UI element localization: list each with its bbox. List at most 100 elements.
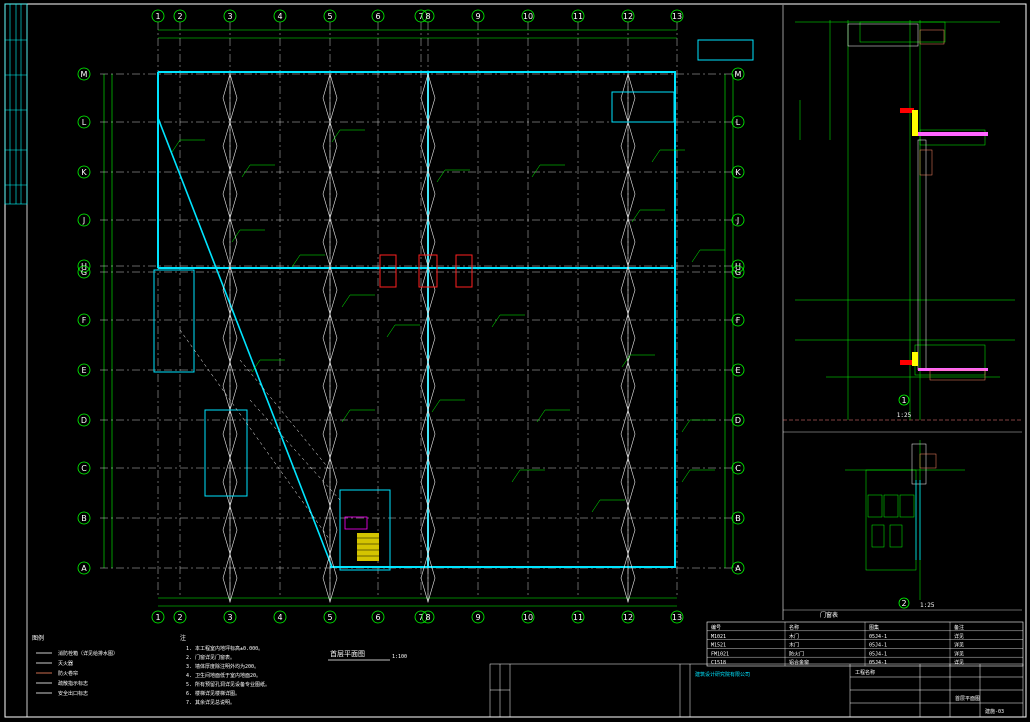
col-bubble-bottom-4: 4 xyxy=(273,610,287,624)
title-block xyxy=(489,663,1024,718)
notes-heading: 注 xyxy=(180,634,186,642)
col-bubble-top-9: 9 xyxy=(471,9,485,23)
legend-item: 消防栓箱（详见给排水图） xyxy=(58,650,118,657)
col-bubble-top-5: 5 xyxy=(323,9,337,23)
col-bubble-bottom-9: 9 xyxy=(471,610,485,624)
tb-project: 工程名称 xyxy=(855,669,875,676)
schedule-cell: 详见 xyxy=(954,642,964,649)
schedule-cell: 详见 xyxy=(954,633,964,640)
col-label: 10 xyxy=(523,12,533,21)
col-bubble-bottom-3: 3 xyxy=(223,610,237,624)
row-label: L xyxy=(736,118,741,127)
col-bubble-bottom-1: 1 xyxy=(151,610,165,624)
note-item: 4. 卫生间地面低于室内地面20。 xyxy=(186,672,261,679)
detail-1-id: 1 xyxy=(901,396,906,405)
row-label: E xyxy=(81,366,86,375)
row-label: B xyxy=(735,514,741,523)
row-label: H xyxy=(735,262,741,271)
col-label: 4 xyxy=(277,12,282,21)
row-bubble-right-L: L xyxy=(731,115,745,129)
row-bubble-left-E: E xyxy=(77,363,91,377)
schedule-header: 编号 xyxy=(711,624,721,631)
col-bubble-top-12: 12 xyxy=(621,9,635,23)
row-label: D xyxy=(735,416,741,425)
note-item: 6. 楼梯详见楼梯详图。 xyxy=(186,690,240,697)
col-label: 5 xyxy=(327,12,332,21)
row-label: K xyxy=(735,168,741,177)
schedule-title: 门窗表 xyxy=(820,611,838,619)
col-label: 9 xyxy=(475,613,480,622)
schedule-header: 名称 xyxy=(789,624,799,631)
col-label: 12 xyxy=(623,12,633,21)
col-bubble-top-2: 2 xyxy=(173,9,187,23)
stair-core xyxy=(339,489,391,571)
legend-heading: 图例 xyxy=(32,634,44,642)
row-label: K xyxy=(81,168,87,177)
row-label: J xyxy=(736,216,739,225)
col-label: 5 xyxy=(327,613,332,622)
note-item: 1. 本工程室内地坪标高±0.000。 xyxy=(186,645,263,652)
detail-panel: 1 1:25 2 1:25 xyxy=(782,5,1022,620)
tb-drawing: 首层平面图 xyxy=(955,695,980,702)
detail-2-scale: 1:25 xyxy=(920,602,935,609)
schedule-cell: M1021 xyxy=(711,634,726,640)
row-bubble-right-A: A xyxy=(731,561,745,575)
title-block-text: 建筑设计研究院有限公司 工程名称 首层平面图 建施-03 xyxy=(695,669,1004,715)
tb-number: 建施-03 xyxy=(985,708,1004,715)
row-label: D xyxy=(81,416,87,425)
row-bubble-right-E: E xyxy=(731,363,745,377)
schedule-header: 图集 xyxy=(869,624,879,631)
row-bubble-left-H: H xyxy=(77,259,91,273)
schedule-cell: M1521 xyxy=(711,643,726,649)
col-bubble-top-3: 3 xyxy=(223,9,237,23)
schedule-cell: 木门 xyxy=(789,633,799,640)
col-label: 8 xyxy=(425,613,430,622)
row-bubble-right-D: D xyxy=(731,413,745,427)
plan-title: 首层平面图 xyxy=(330,649,365,658)
row-bubble-left-A: A xyxy=(77,561,91,575)
col-bubble-top-8: 8 xyxy=(421,9,435,23)
col-bubble-bottom-7: 7 xyxy=(414,610,428,624)
row-bubble-left-K: K xyxy=(77,165,91,179)
row-bubble-right-H: H xyxy=(731,259,745,273)
col-label: 13 xyxy=(672,12,682,21)
col-bubble-bottom-5: 5 xyxy=(323,610,337,624)
col-bubble-top-4: 4 xyxy=(273,9,287,23)
col-bubble-bottom-2: 2 xyxy=(173,610,187,624)
annotation-leaders xyxy=(171,129,725,541)
col-bubble-top-10: 10 xyxy=(521,9,535,23)
roof-truss-diamonds xyxy=(222,72,636,604)
row-bubble-right-G: G xyxy=(731,265,745,279)
col-label: 1 xyxy=(155,12,160,21)
row-bubble-right-F: F xyxy=(731,313,745,327)
col-label: 12 xyxy=(623,613,633,622)
row-bubble-left-C: C xyxy=(77,461,91,475)
row-label: M xyxy=(735,70,742,79)
row-bubble-left-M: M xyxy=(77,67,91,81)
stair-box-left xyxy=(153,39,754,497)
col-label: 7 xyxy=(418,12,423,21)
row-bubble-right-K: K xyxy=(731,165,745,179)
row-label: H xyxy=(81,262,87,271)
col-label: 4 xyxy=(277,613,282,622)
row-label: A xyxy=(81,564,87,573)
col-label: 1 xyxy=(155,613,160,622)
note-item: 2. 门窗详见门窗表。 xyxy=(186,654,235,661)
legend-item: 安全出口标志 xyxy=(58,690,88,697)
legend-item: 疏散指示标志 xyxy=(58,680,88,687)
column-markers xyxy=(379,254,473,288)
col-label: 2 xyxy=(177,12,182,21)
row-bubble-right-M: M xyxy=(731,67,745,81)
row-label: J xyxy=(82,216,85,225)
schedule-cell: 05J4-1 xyxy=(869,643,887,649)
schedule-cell: 05J4-1 xyxy=(869,651,887,657)
note-item: 7. 其余详见总说明。 xyxy=(186,699,235,706)
col-bubble-top-1: 1 xyxy=(151,9,165,23)
row-label: L xyxy=(82,118,87,127)
schedule-cell: C1518 xyxy=(711,660,726,666)
row-label: E xyxy=(735,366,740,375)
row-label: B xyxy=(81,514,87,523)
detail-2-id: 2 xyxy=(901,599,906,608)
